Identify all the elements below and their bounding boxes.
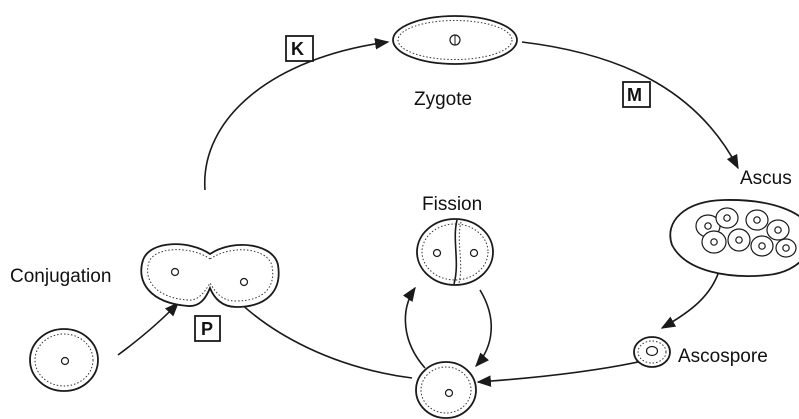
ascospore-cell bbox=[633, 336, 671, 368]
fission-label: Fission bbox=[422, 194, 482, 215]
arrow-conjugation-to-zygote bbox=[204, 38, 390, 191]
ascus-label: Ascus bbox=[740, 168, 792, 189]
haploid-cell-left bbox=[29, 328, 99, 392]
step-m-label: M bbox=[627, 85, 642, 105]
arrow-zygote-to-ascus bbox=[521, 41, 739, 170]
arrow-ascospore-to-cell bbox=[476, 361, 639, 387]
arrow-ascus-to-ascospore bbox=[660, 267, 721, 329]
arrow-haploid-to-conjugation bbox=[117, 301, 179, 356]
step-box-m: M bbox=[622, 81, 651, 108]
zygote-cell bbox=[392, 15, 518, 65]
arrow-fission-to-cell bbox=[475, 289, 492, 368]
step-p-label: P bbox=[201, 319, 213, 339]
ascospore-label: Ascospore bbox=[678, 346, 768, 367]
arrow-cell-to-fission bbox=[402, 286, 426, 369]
zygote-label: Zygote bbox=[414, 89, 472, 110]
conjugation-cell bbox=[140, 243, 280, 308]
arrow-cell-to-conjugation bbox=[229, 291, 413, 379]
fission-cell bbox=[416, 218, 494, 286]
ascus-cell bbox=[669, 199, 799, 277]
conjugation-label: Conjugation bbox=[10, 266, 111, 287]
step-box-k: K bbox=[285, 35, 314, 62]
step-k-label: K bbox=[291, 39, 304, 59]
haploid-cell-bottom bbox=[415, 361, 477, 419]
step-box-p: P bbox=[194, 315, 221, 342]
